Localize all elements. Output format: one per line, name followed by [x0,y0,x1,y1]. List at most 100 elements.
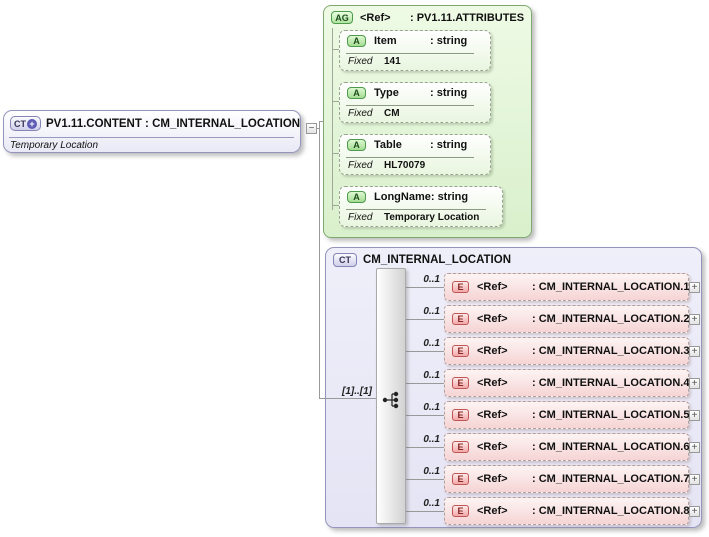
expand-icon[interactable]: + [689,282,700,293]
element-box-cm-internal-location-8[interactable]: E <Ref> : CM_INTERNAL_LOCATION.8 [444,497,689,525]
complex-type-title: CM_INTERNAL_LOCATION [363,254,512,266]
connector-line [320,121,324,122]
connector-line [404,447,444,448]
element-badge: E [452,473,469,485]
complex-type-badge-label: CT [14,118,26,129]
attribute-separator [346,157,474,158]
content-type-box[interactable]: CT+ PV1.11.CONTENT : CM_INTERNAL_LOCATIO… [3,110,301,153]
fixed-label: Fixed [348,56,373,67]
attribute-type: : string [430,35,468,47]
element-cardinality: 0..1 [423,434,440,445]
fixed-label: Fixed [348,108,373,119]
attributes-group-box[interactable]: AG <Ref> : PV1.11.ATTRIBUTES A Item : st… [323,5,532,238]
connector-line [404,479,444,480]
expand-icon[interactable]: + [689,346,700,357]
element-box-cm-internal-location-2[interactable]: E <Ref> : CM_INTERNAL_LOCATION.2 [444,305,689,333]
complex-type-definition-box[interactable]: CT CM_INTERNAL_LOCATION [1]..[1] 0..1 E … [325,247,702,528]
element-badge: E [452,409,469,421]
fixed-value: CM [384,108,400,119]
attribute-group-badge: AG [331,11,353,24]
complex-type-badge: CT+ [10,116,41,131]
element-row: 0..1 E <Ref> : CM_INTERNAL_LOCATION.8 + [404,497,700,525]
element-box-cm-internal-location-7[interactable]: E <Ref> : CM_INTERNAL_LOCATION.7 [444,465,689,493]
element-cardinality: 0..1 [423,402,440,413]
attribute-separator [346,209,486,210]
expand-icon[interactable]: + [689,378,700,389]
attribute-box-longname[interactable]: A LongName : string Fixed Temporary Loca… [339,186,503,227]
attribute-badge: A [347,35,366,47]
element-type-name: : CM_INTERNAL_LOCATION.5 [532,409,690,421]
attribute-box-item[interactable]: A Item : string Fixed 141 [339,30,491,71]
sequence-cardinality: [1]..[1] [342,386,372,397]
expand-icon[interactable]: + [689,410,700,421]
connector-line [319,121,320,399]
fixed-value: HL70079 [384,160,426,171]
attribute-type: : string [430,87,468,99]
element-cardinality: 0..1 [423,466,440,477]
element-row: 0..1 E <Ref> : CM_INTERNAL_LOCATION.3 + [404,337,700,365]
element-cardinality: 0..1 [423,306,440,317]
complex-type-badge: CT [333,253,357,267]
element-row: 0..1 E <Ref> : CM_INTERNAL_LOCATION.7 + [404,465,700,493]
attribute-connector [332,28,333,210]
fixed-value: Temporary Location [384,212,480,223]
element-ref-label: <Ref> [477,313,508,325]
attribute-badge: A [347,87,366,99]
attributes-group-title: : PV1.11.ATTRIBUTES [410,11,525,24]
element-ref-label: <Ref> [477,345,508,357]
connector-line [404,415,444,416]
attribute-badge: A [347,191,366,203]
fixed-label: Fixed [348,212,373,223]
element-cardinality: 0..1 [423,274,440,285]
attribute-type: : string [430,191,469,203]
attribute-name: LongName [374,191,431,203]
element-badge: E [452,441,469,453]
expand-icon[interactable]: + [689,314,700,325]
element-cardinality: 0..1 [423,498,440,509]
element-badge: E [452,505,469,517]
element-ref-label: <Ref> [477,441,508,453]
element-badge: E [452,313,469,325]
expand-icon[interactable]: + [689,442,700,453]
expand-icon[interactable]: + [689,474,700,485]
collapse-icon[interactable]: − [306,123,317,134]
connector-line [320,398,376,399]
element-ref-label: <Ref> [477,473,508,485]
element-ref-label: <Ref> [477,505,508,517]
element-row: 0..1 E <Ref> : CM_INTERNAL_LOCATION.1 + [404,273,700,301]
title-separator [9,137,294,138]
element-type-name: : CM_INTERNAL_LOCATION.2 [532,313,690,325]
connector-line [404,287,444,288]
attribute-connector [332,205,339,206]
connector-line [404,351,444,352]
connector-line [404,383,444,384]
fixed-label: Fixed [348,160,373,171]
element-box-cm-internal-location-6[interactable]: E <Ref> : CM_INTERNAL_LOCATION.6 [444,433,689,461]
element-ref-label: <Ref> [477,409,508,421]
sequence-icon [382,391,399,409]
element-badge: E [452,281,469,293]
attribute-box-table[interactable]: A Table : string Fixed HL70079 [339,134,491,175]
element-type-name: : CM_INTERNAL_LOCATION.8 [532,505,690,517]
element-row: 0..1 E <Ref> : CM_INTERNAL_LOCATION.2 + [404,305,700,333]
element-box-cm-internal-location-3[interactable]: E <Ref> : CM_INTERNAL_LOCATION.3 [444,337,689,365]
element-row: 0..1 E <Ref> : CM_INTERNAL_LOCATION.6 + [404,433,700,461]
sequence-compositor[interactable] [376,268,406,524]
attribute-connector [332,101,339,102]
element-box-cm-internal-location-4[interactable]: E <Ref> : CM_INTERNAL_LOCATION.4 [444,369,689,397]
attribute-separator [346,53,474,54]
attribute-connector [332,153,339,154]
attributes-ref-label: <Ref> [360,11,391,24]
expand-icon[interactable]: + [689,506,700,517]
attribute-box-type[interactable]: A Type : string Fixed CM [339,82,491,123]
element-box-cm-internal-location-5[interactable]: E <Ref> : CM_INTERNAL_LOCATION.5 [444,401,689,429]
element-box-cm-internal-location-1[interactable]: E <Ref> : CM_INTERNAL_LOCATION.1 [444,273,689,301]
attribute-separator [346,105,474,106]
element-cardinality: 0..1 [423,370,440,381]
content-type-annotation: Temporary Location [10,140,99,151]
element-type-name: : CM_INTERNAL_LOCATION.1 [532,281,690,293]
connector-line [404,319,444,320]
element-type-name: : CM_INTERNAL_LOCATION.7 [532,473,690,485]
element-row: 0..1 E <Ref> : CM_INTERNAL_LOCATION.5 + [404,401,700,429]
